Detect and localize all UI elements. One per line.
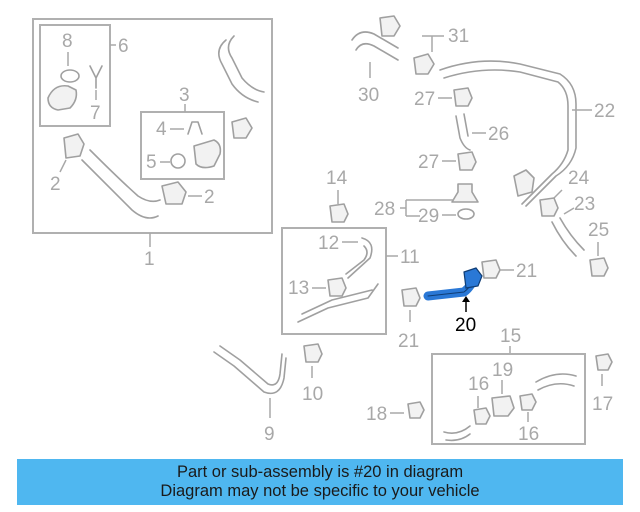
upper-right-group: 30 31 22 27 26 27 28 29 (351, 15, 615, 227)
part-13-clamp (327, 277, 347, 297)
caption-line-2: Diagram may not be specific to your vehi… (160, 482, 480, 500)
sub-box-3 (140, 111, 225, 180)
callout-2a: 2 (50, 174, 61, 195)
part-16-clamp-a (473, 407, 491, 425)
part-31-clamp-a (379, 15, 401, 37)
part-27-clamp-b (457, 151, 477, 171)
part-17-clamp (595, 353, 613, 371)
assembly-group-15: 15 19 16 16 (431, 326, 586, 445)
part-27-clamp-a (453, 87, 473, 107)
callout-5: 5 (146, 152, 157, 173)
leader-28 (400, 199, 454, 217)
part-31-clamp-b (413, 53, 435, 75)
part-23-hose (551, 217, 585, 257)
callout-14: 14 (326, 168, 348, 189)
callout-29: 29 (418, 206, 439, 227)
part-16-clamp-b (519, 393, 537, 411)
sub-box-6 (39, 24, 111, 127)
callout-15: 15 (500, 326, 521, 347)
callout-27b: 27 (418, 152, 439, 173)
callout-23: 23 (574, 194, 595, 215)
part-pipe-upper-right (218, 35, 265, 103)
lower-left-group: 9 10 (213, 343, 323, 445)
part-9-pipe (213, 345, 287, 395)
callout-4: 4 (156, 119, 167, 140)
assembly-group-1: 1 6 8 7 3 4 5 2 2 (32, 18, 273, 270)
callout-27a: 27 (414, 89, 435, 110)
callout-28: 28 (374, 199, 395, 220)
part-valve-right (513, 169, 535, 197)
callout-24: 24 (568, 168, 590, 189)
callout-2b: 2 (204, 187, 215, 208)
part-29-oring (457, 208, 475, 220)
part-10-clamp (303, 343, 323, 363)
part-3-thermostat (193, 139, 222, 169)
part-5-oring (170, 153, 186, 169)
callout-26: 26 (488, 124, 509, 145)
part-18-clamp (407, 401, 425, 419)
assembly-box-15 (431, 353, 586, 445)
part-21-clamp-a (481, 259, 501, 279)
callout-30: 30 (358, 85, 379, 106)
callout-10: 10 (302, 384, 323, 405)
clamps-17-18-group: 17 18 (366, 353, 613, 425)
part-11-pipe (297, 283, 379, 323)
callout-18: 18 (366, 404, 387, 425)
part-28-fitting (451, 183, 479, 203)
part-22-pipe (439, 60, 577, 207)
caption-line-1: Part or sub-assembly is #20 in diagram (176, 463, 464, 481)
callout-22: 22 (594, 101, 615, 122)
part-2-clamp-a (63, 133, 85, 159)
part-24-clamp (539, 197, 559, 217)
callout-3: 3 (179, 85, 190, 106)
part-8-oring (60, 69, 80, 83)
callout-25: 25 (588, 220, 609, 241)
part-clamp-upper-right (231, 117, 253, 139)
part-30-hose (351, 31, 399, 61)
callout-31: 31 (448, 26, 469, 47)
part-19-valve (491, 395, 515, 417)
callout-11: 11 (400, 247, 420, 268)
leader-23 (563, 207, 575, 215)
part-15-hose-upper (535, 373, 577, 391)
assembly-group-11: 14 11 12 13 (281, 168, 420, 335)
callout-12: 12 (318, 233, 339, 254)
callout-16b: 16 (518, 424, 539, 445)
callout-17: 17 (592, 394, 613, 415)
callout-16a: 16 (468, 374, 489, 395)
highlighted-part-20-group: 20 (423, 267, 483, 336)
part-20-fitting (463, 267, 483, 289)
clamps-21-group: 21 21 (398, 259, 537, 352)
assembly-box-11 (281, 227, 387, 335)
part-25-clamp (589, 257, 609, 277)
part-7-clip (89, 65, 103, 89)
callout-13: 13 (288, 278, 309, 299)
callout-7: 7 (90, 103, 101, 124)
part-14-clamp (329, 203, 349, 223)
callout-19: 19 (492, 360, 513, 381)
part-26-hose (455, 113, 471, 151)
right-group: 24 23 25 (539, 168, 609, 277)
callout-9: 9 (264, 424, 275, 445)
callout-8: 8 (62, 31, 73, 52)
callout-21b: 21 (398, 331, 419, 352)
callout-1: 1 (144, 249, 155, 270)
part-12-hose (345, 237, 373, 279)
assembly-box-1 (32, 18, 273, 234)
arrow-20 (462, 296, 470, 302)
leader-2a (59, 159, 67, 173)
part-2-clamp-b (161, 181, 187, 205)
callout-6: 6 (118, 36, 129, 57)
callout-20: 20 (455, 315, 476, 336)
caption-banner: Part or sub-assembly is #20 in diagram D… (17, 459, 623, 505)
part-8-elbow (47, 84, 78, 111)
part-21-clamp-b (401, 287, 421, 307)
part-1-hose (81, 149, 161, 219)
part-4-bracket (187, 121, 203, 135)
callout-21a: 21 (516, 261, 537, 282)
part-15-hose-lower (443, 425, 471, 442)
